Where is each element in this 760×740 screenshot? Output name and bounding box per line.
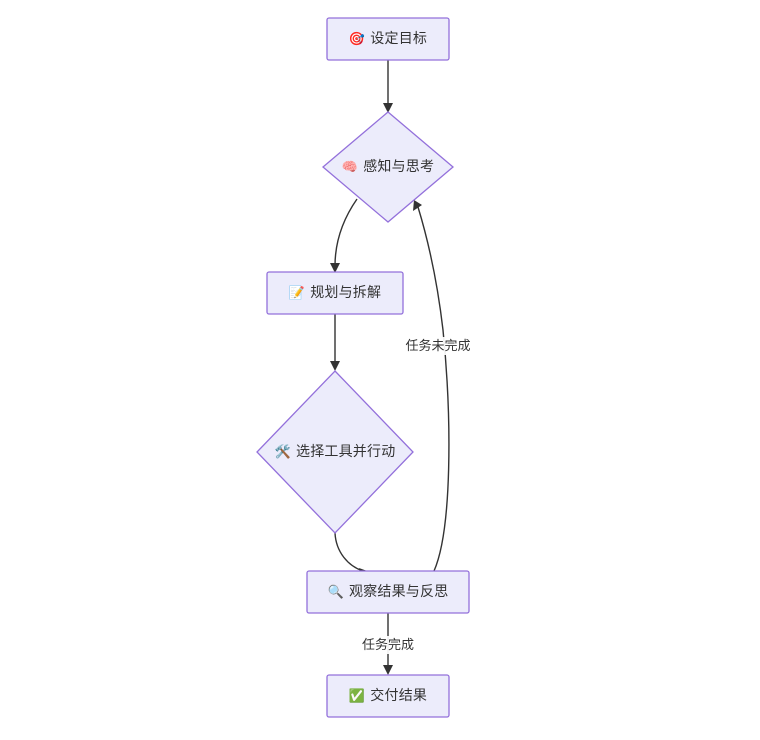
edge-observe-deliver-arrowhead [383,665,393,675]
edge-plan-act-arrowhead [330,361,340,371]
edge-label-task-complete: 任务完成 [358,636,418,654]
edge-think-plan [330,198,358,273]
edge-goal-think [383,60,393,113]
edge-think-plan-arrowhead [330,263,340,273]
node-goal[interactable] [326,17,450,61]
edge-think-plan-path [334,198,358,267]
node-observe[interactable] [306,570,470,614]
edge-goal-think-arrowhead [383,103,393,113]
node-think[interactable] [321,111,455,223]
edge-observe-think [413,200,450,572]
node-goal-text: 设定目标 [370,30,428,46]
direct-hit-target-icon: 🎯 [348,32,366,47]
brain-icon: 🧠 [341,160,359,175]
node-plan-text: 规划与拆解 [310,284,382,300]
node-observe-label: 🔍 观察结果与反思 [328,582,449,602]
node-plan-label: 📝 规划与拆解 [289,283,381,303]
node-act-text: 选择工具并行动 [295,443,396,459]
edge-plan-act [330,314,340,371]
edge-observe-think-arrowhead [413,200,422,211]
node-deliver-label: ✅ 交付结果 [349,686,427,706]
node-observe-text: 观察结果与反思 [348,583,449,599]
node-think-text: 感知与思考 [363,158,435,174]
magnifying-glass-icon: 🔍 [327,585,344,600]
memo-note-icon: 📝 [288,286,306,301]
check-mark-button-icon: ✅ [348,689,366,704]
node-act[interactable] [256,370,414,534]
node-plan[interactable] [266,271,404,315]
hammer-and-wrench-icon: 🛠️ [274,445,291,460]
edge-act-observe-path [334,532,364,572]
node-think-label: 🧠 感知与思考 [342,157,434,177]
node-goal-label: 🎯 设定目标 [349,29,427,49]
node-deliver-text: 交付结果 [370,687,428,703]
node-deliver[interactable] [326,674,450,718]
node-act-label: 🛠️ 选择工具并行动 [275,442,396,462]
edge-label-task-incomplete: 任务未完成 [402,337,474,355]
edge-observe-think-path [417,206,450,572]
